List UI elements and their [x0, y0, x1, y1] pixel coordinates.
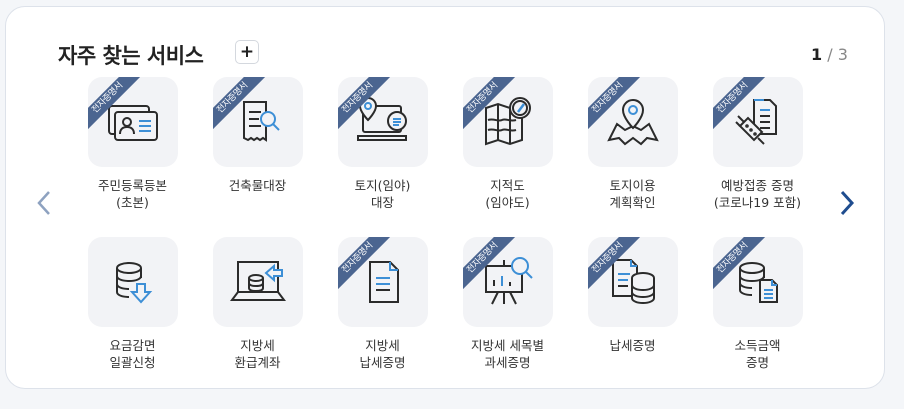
service-label: 지방세 세목별 과세증명	[471, 338, 544, 370]
current-page: 1	[811, 45, 823, 64]
add-service-button[interactable]: +	[235, 40, 259, 64]
service-cadastral-map[interactable]: 전자증명서 지적도 (임야도)	[445, 77, 570, 211]
service-label: 건축물대장	[228, 178, 287, 193]
service-fee-reduction[interactable]: 요금감면 일괄신청	[70, 237, 195, 371]
service-label: 예방접종 증명 (코로나19 포함)	[713, 178, 802, 210]
chevron-left-icon	[37, 191, 50, 215]
service-label: 요금감면 일괄신청	[109, 338, 156, 370]
service-tile[interactable]	[212, 237, 303, 327]
service-vaccination-certificate[interactable]: 전자증명서 예방접종 증명 (코로나19 포함)	[695, 77, 820, 211]
service-income-amount-cert[interactable]: 전자증명서 소득금액 증명	[695, 237, 820, 371]
service-tile[interactable]: 전자증명서	[587, 237, 678, 327]
service-tile[interactable]: 전자증명서	[712, 237, 803, 327]
vaccine-document-icon	[734, 99, 777, 145]
total-pages: 3	[837, 45, 848, 64]
service-label: 지방세 납세증명	[359, 338, 406, 370]
document-icon	[368, 261, 399, 303]
service-land-register[interactable]: 전자증명서 토지(임야) 대장	[320, 77, 445, 211]
laptop-database-icon	[229, 261, 286, 301]
service-label: 납세증명	[609, 338, 656, 353]
page-indicator: 1 / 3	[811, 45, 848, 64]
map-compass-icon	[484, 97, 531, 146]
service-tile[interactable]	[87, 237, 178, 327]
document-database-icon	[611, 259, 655, 305]
service-tax-payment-cert[interactable]: 전자증명서 납세증명	[570, 237, 695, 354]
id-card-icon	[107, 105, 158, 141]
next-page-button[interactable]	[835, 188, 859, 218]
service-tile[interactable]: 전자증명서	[587, 77, 678, 167]
service-building-register[interactable]: 전자증명서 건축물대장	[195, 77, 320, 194]
service-tile[interactable]: 전자증명서	[712, 77, 803, 167]
service-label: 지적도 (임야도)	[485, 178, 530, 210]
service-tile[interactable]: 전자증명서	[212, 77, 303, 167]
map-pin-icon	[606, 98, 659, 146]
service-local-tax-refund-account[interactable]: 지방세 환급계좌	[195, 237, 320, 371]
receipt-search-icon	[242, 101, 280, 142]
service-tile[interactable]: 전자증명서	[337, 77, 428, 167]
service-label: 소득금액 증명	[734, 338, 781, 370]
service-label: 주민등록등본 (초본)	[97, 178, 167, 210]
service-label: 지방세 환급계좌	[234, 338, 281, 370]
service-resident-registration[interactable]: 전자증명서 주민등록등본 (초본)	[70, 77, 195, 211]
service-label: 토지이용 계획확인	[609, 178, 656, 210]
service-label: 토지(임야) 대장	[354, 178, 411, 210]
prev-page-button[interactable]	[32, 188, 56, 218]
service-local-tax-itemized-cert[interactable]: 전자증명서 지방세 세목별 과세증명	[445, 237, 570, 371]
database-document-icon	[738, 262, 778, 303]
service-tile[interactable]: 전자증명서	[337, 237, 428, 327]
database-download-icon	[115, 262, 152, 304]
presentation-search-icon	[484, 257, 533, 305]
service-tile[interactable]: 전자증명서	[462, 77, 553, 167]
section-title: 자주 찾는 서비스	[58, 44, 204, 68]
page-separator: /	[822, 45, 838, 64]
service-tile[interactable]: 전자증명서	[87, 77, 178, 167]
chevron-right-icon	[840, 190, 855, 216]
service-tile[interactable]: 전자증명서	[462, 237, 553, 327]
service-local-tax-payment-cert[interactable]: 전자증명서 지방세 납세증명	[320, 237, 445, 371]
service-land-use-plan[interactable]: 전자증명서 토지이용 계획확인	[570, 77, 695, 211]
